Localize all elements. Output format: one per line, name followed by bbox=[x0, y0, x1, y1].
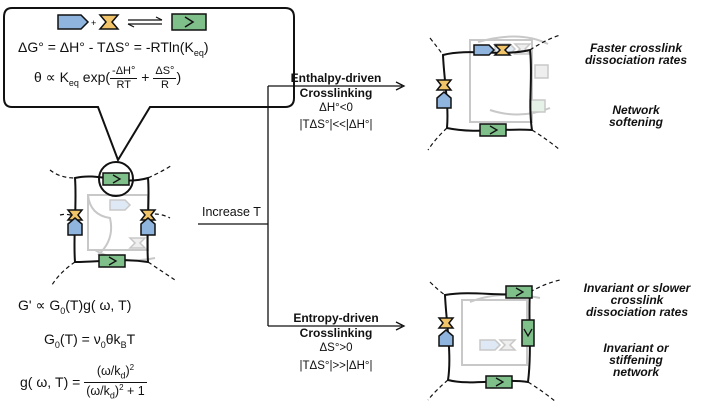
reaction-scheme: + bbox=[57, 13, 207, 31]
inset-box bbox=[3, 7, 295, 163]
inset-focus-circle bbox=[98, 161, 134, 197]
entropy-outcome-network: Invariant or stiffening network bbox=[603, 341, 669, 379]
plateau-modulus-equation: G0(T) = ν0θkBT bbox=[44, 331, 136, 350]
entropy-outcome-rates: Invariant or slower crosslink dissociati… bbox=[583, 281, 691, 319]
blue-moiety bbox=[57, 14, 90, 30]
theta-equation: θ ∝ Keq exp(-ΔH°RT + ΔS°R) bbox=[34, 65, 182, 91]
network-enthalpy bbox=[427, 34, 561, 151]
branch-connector bbox=[198, 81, 406, 331]
network-left bbox=[49, 161, 176, 286]
frequency-function-equation: g( ω, T) = (ω/kd)2 (ω/kd)2 + 1 bbox=[20, 363, 147, 401]
gibbs-equation: ΔG° = ΔH° - TΔS° = -RTln(Keq) bbox=[18, 39, 209, 58]
svg-text:+: + bbox=[91, 18, 96, 28]
enthalpy-outcome-rates: Faster crosslink dissociation rates bbox=[584, 41, 688, 67]
entropy-condition-2: |TΔS°|>>|ΔH°| bbox=[299, 360, 373, 372]
enthalpy-condition-1: ΔH°<0 bbox=[319, 102, 353, 114]
enthalpy-condition-2: |TΔS°|<<|ΔH°| bbox=[299, 119, 373, 131]
enthalpy-outcome-network: Network softening bbox=[609, 103, 663, 129]
fraction-entropy: ΔS°R bbox=[153, 65, 177, 91]
green-complex bbox=[171, 13, 207, 31]
enthalpy-title: Enthalpy-driven Crosslinking bbox=[290, 71, 382, 100]
entropy-condition-1: ΔS°>0 bbox=[319, 342, 353, 354]
fraction-enthalpy: -ΔH°RT bbox=[110, 65, 138, 91]
entropy-title: Entropy-driven Crosslinking bbox=[293, 311, 379, 340]
network-entropy bbox=[427, 279, 561, 403]
storage-modulus-equation: G' ∝ G0(T)g( ω, T) bbox=[18, 297, 132, 316]
increase-t-label: Increase T bbox=[202, 205, 261, 219]
frequency-fraction: (ω/kd)2 (ω/kd)2 + 1 bbox=[84, 363, 147, 401]
yellow-moiety bbox=[98, 14, 120, 30]
